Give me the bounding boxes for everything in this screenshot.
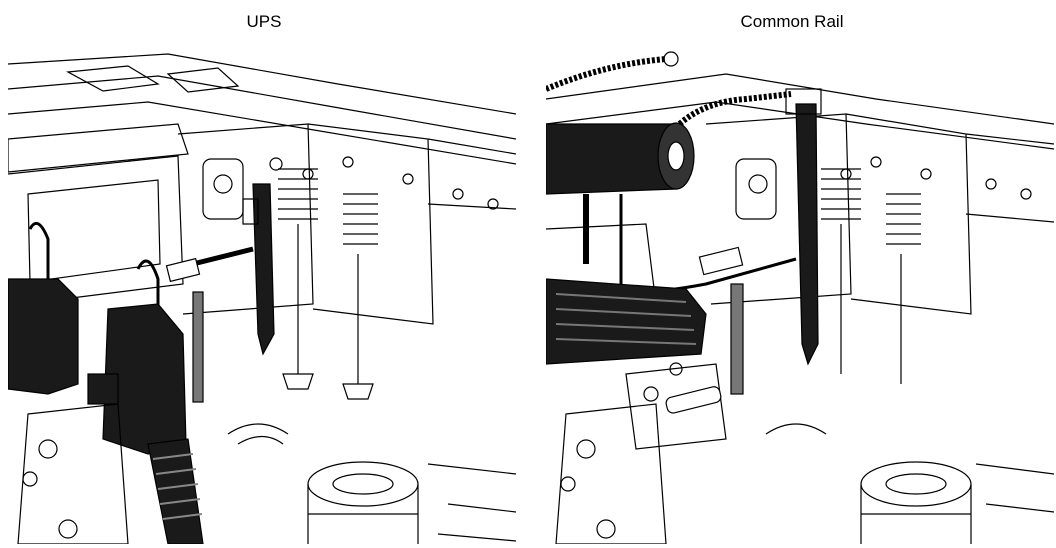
gear-housing bbox=[555, 403, 667, 544]
common-rail-tube bbox=[546, 122, 695, 195]
panel-caption-common-rail: Common Rail bbox=[740, 12, 844, 31]
piston bbox=[227, 423, 419, 544]
crankcase-lines bbox=[427, 463, 516, 542]
fuel-line bbox=[583, 194, 797, 293]
valve-springs bbox=[278, 168, 378, 400]
common-rail-engine-illustration bbox=[546, 44, 1054, 544]
injector bbox=[242, 183, 275, 356]
gear-housing bbox=[17, 403, 129, 544]
cylinder-head-cover bbox=[546, 73, 1054, 315]
crankcase-lines bbox=[975, 463, 1054, 513]
pressure-valve-block bbox=[625, 362, 727, 450]
fuel-line bbox=[28, 221, 254, 349]
pushrod bbox=[192, 291, 204, 403]
piston bbox=[765, 423, 972, 544]
injector bbox=[785, 88, 822, 366]
ups-engine-illustration bbox=[8, 44, 516, 544]
panel-caption-ups: UPS bbox=[246, 12, 282, 31]
cylinder-head-cover bbox=[8, 53, 516, 173]
valve-springs bbox=[821, 168, 921, 384]
high-pressure-pump bbox=[546, 278, 707, 365]
pushrod bbox=[730, 283, 744, 395]
unit-pumps bbox=[8, 278, 204, 544]
